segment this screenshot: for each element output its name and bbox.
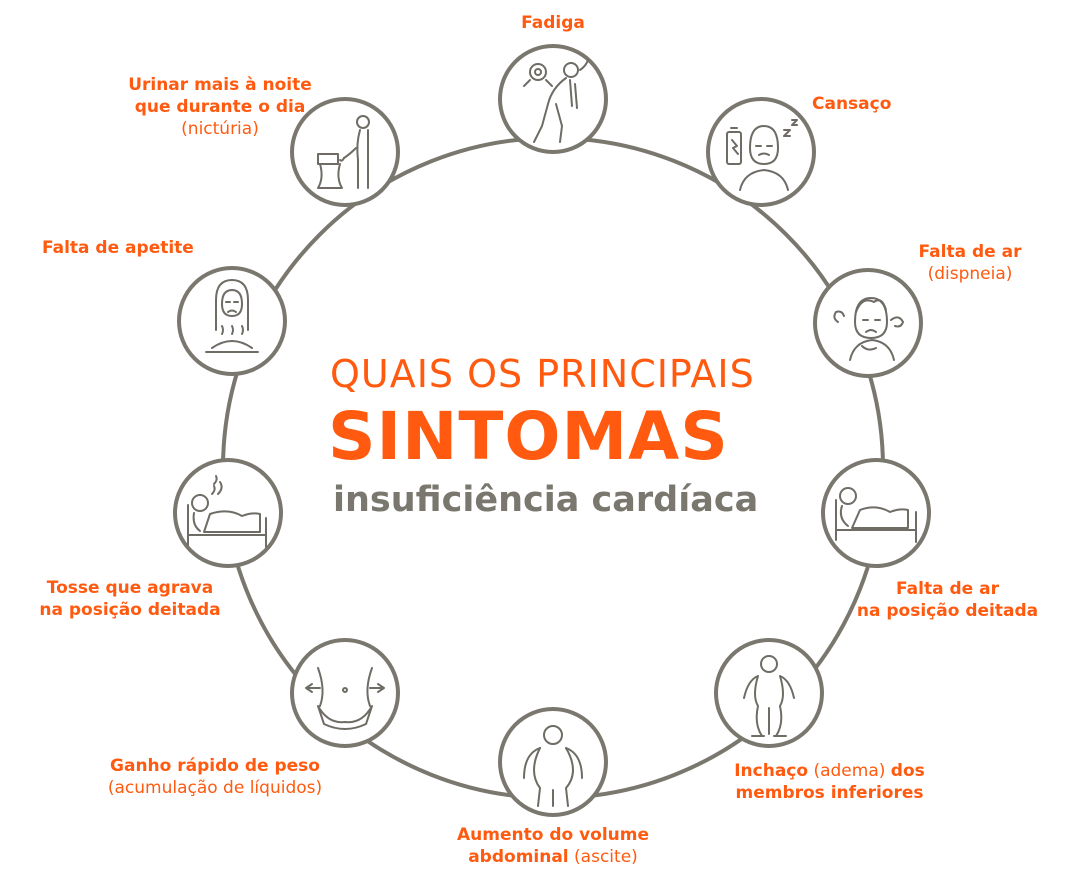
label-fadiga: Fadiga (521, 13, 585, 33)
lying-person-bed-icon (821, 458, 931, 568)
coughing-person-bed-icon (173, 458, 283, 568)
sad-person-food-plate-icon (177, 266, 287, 376)
label-cansaco: Cansaço (812, 94, 892, 114)
swollen-body-icon (714, 638, 824, 748)
label-ganho-peso: Ganho rápido de peso (acumulação de líqu… (107, 756, 323, 798)
waist-expanding-icon (290, 638, 400, 748)
label-falta-apetite: Falta de apetite (42, 238, 194, 258)
title-line-1: QUAIS OS PRINCIPAIS (330, 352, 755, 396)
tired-person-battery-icon (706, 97, 816, 207)
person-toilet-icon (290, 97, 400, 207)
label-falta-de-ar: Falta de ar (dispneia) (918, 242, 1022, 284)
title-line-3: insuficiência cardíaca (333, 480, 759, 520)
title-line-2: SINTOMAS (328, 398, 729, 475)
label-tosse: Tosse que agrava na posição deitada (39, 578, 221, 620)
large-abdomen-person-icon (498, 707, 608, 817)
breathless-person-icon (813, 268, 923, 378)
label-urinar: Urinar mais à noite que durante o dia (n… (128, 75, 312, 139)
label-falta-de-ar-deitada: Falta de ar na posição deitada (856, 579, 1039, 621)
label-inchaco: Inchaço (adema) dos membros inferiores (734, 761, 925, 803)
fatigue-windup-person-icon (498, 44, 608, 154)
label-aumento-abdominal: Aumento do volume abdominal (ascite) (456, 825, 650, 867)
